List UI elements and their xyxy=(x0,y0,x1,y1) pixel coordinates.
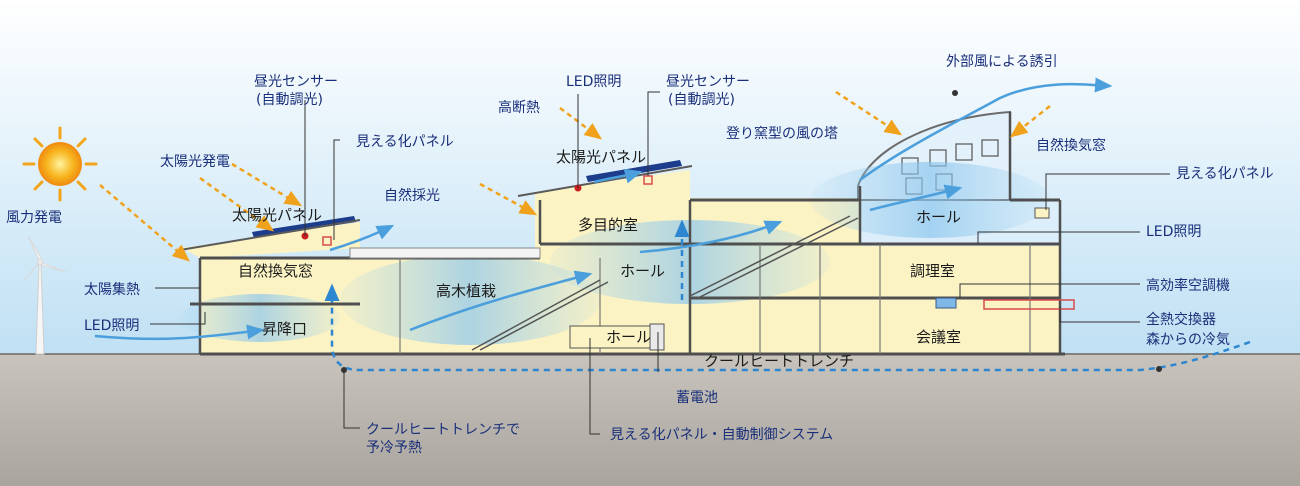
label-led-center: LED照明 xyxy=(566,74,621,90)
label-hall-lower: ホール xyxy=(606,328,651,346)
label-solar-power: 太陽光発電 xyxy=(160,154,230,170)
label-trench-precool-sub: 予冷予熱 xyxy=(366,440,422,456)
label-elevator-hall: 昇降口 xyxy=(262,320,307,338)
label-daylight-sensor: 昼光センサー xyxy=(254,74,338,90)
label-control-system: 見える化パネル・自動制御システム xyxy=(610,427,833,443)
label-led-right: LED照明 xyxy=(1146,224,1201,240)
label-visible-panel-right: 見える化パネル xyxy=(1176,166,1274,182)
label-daylight-sensor2-sub: (自動調光) xyxy=(668,92,735,108)
label-natural-vent-right: 自然換気窓 xyxy=(1036,137,1106,154)
label-battery: 蓄電池 xyxy=(676,390,718,406)
label-trench-precool: クールヒートトレンチで xyxy=(366,422,520,438)
label-solar-panel-left: 太陽光パネル xyxy=(232,206,322,224)
ground xyxy=(0,354,1300,486)
label-natural-vent-left: 自然換気窓 xyxy=(238,262,313,280)
label-cooking-room: 調理室 xyxy=(910,262,955,280)
label-natural-daylight: 自然採光 xyxy=(384,187,440,204)
building xyxy=(180,110,1075,356)
label-wind-power: 風力発電 xyxy=(6,210,62,226)
label-cool-trench: クールヒートトレンチ xyxy=(704,352,854,370)
label-hvac: 高効率空調機 xyxy=(1146,277,1230,294)
label-forest-air: 森からの冷気 xyxy=(1146,332,1230,348)
label-hall-center: ホール xyxy=(620,262,665,280)
sun-icon xyxy=(22,126,98,202)
label-visible-panel-top: 見える化パネル xyxy=(356,134,454,150)
label-tall-plants: 高木植栽 xyxy=(436,282,496,300)
label-external-wind: 外部風による誘引 xyxy=(946,54,1058,70)
label-high-insulation: 高断熱 xyxy=(498,99,540,116)
label-daylight-sensor2: 昼光センサー xyxy=(666,74,750,90)
wind-turbine-icon xyxy=(23,235,67,355)
label-solar-heat: 太陽集熱 xyxy=(84,281,140,298)
label-hall-right: ホール xyxy=(916,208,961,226)
label-meeting-room: 会議室 xyxy=(916,328,961,346)
label-wind-tower: 登り窯型の風の塔 xyxy=(726,125,838,142)
label-heat-exchanger: 全熱交換器 xyxy=(1146,311,1216,328)
label-solar-panel-center: 太陽光パネル xyxy=(556,148,646,166)
label-led-left: LED照明 xyxy=(84,318,139,334)
label-multipurpose: 多目的室 xyxy=(578,216,638,234)
label-daylight-sensor-sub: (自動調光) xyxy=(256,92,323,108)
